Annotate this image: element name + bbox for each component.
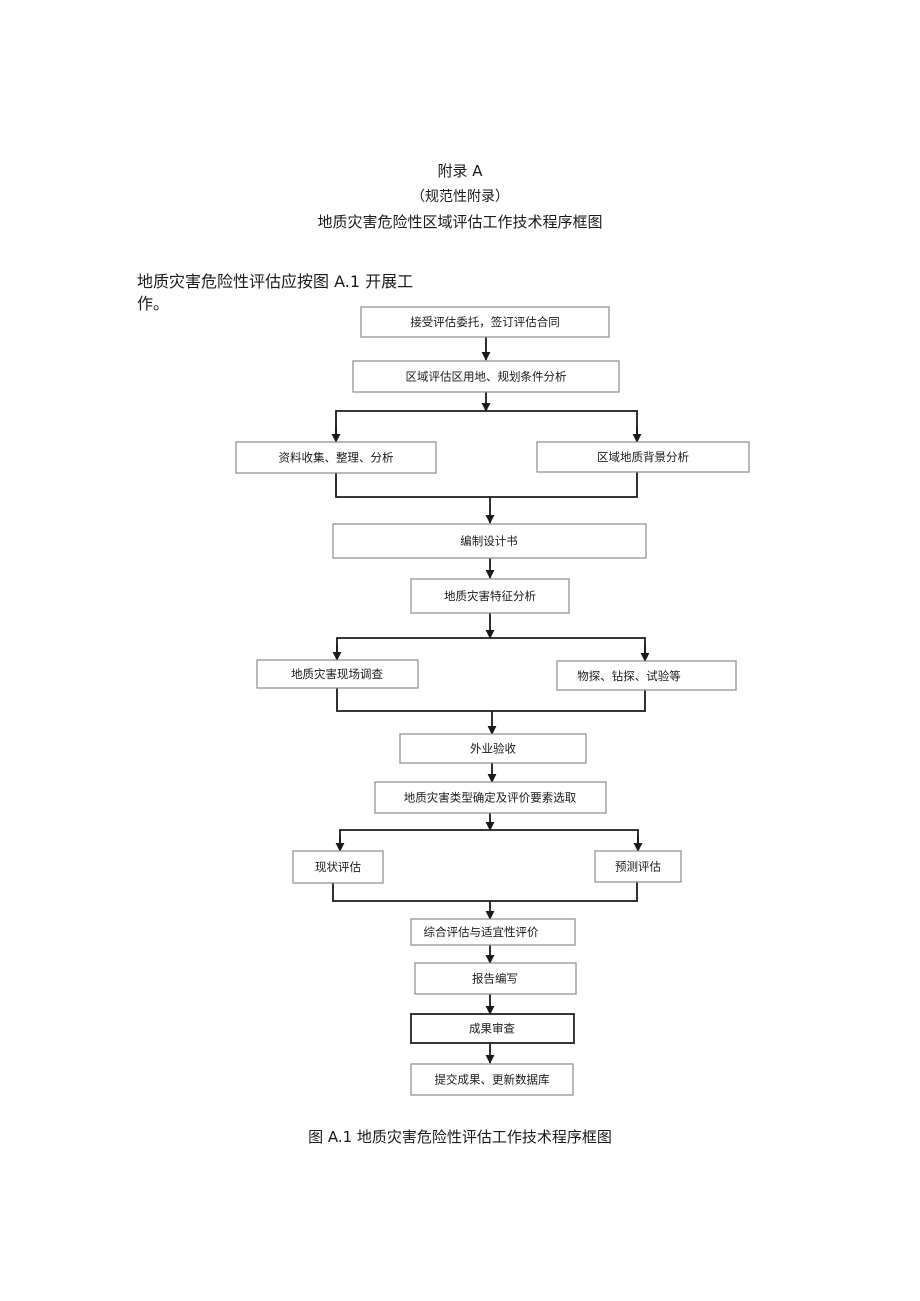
split-connector-3 xyxy=(339,829,639,851)
node-design-doc-label: 编制设计书 xyxy=(460,534,518,548)
node-predictive-assessment-label: 预测评估 xyxy=(615,860,661,874)
node-geo-background: 区域地质背景分析 xyxy=(536,441,750,473)
node-land-use-label: 区域评估区用地、规划条件分析 xyxy=(406,370,567,384)
node-design-doc: 编制设计书 xyxy=(332,523,647,559)
appendix-normative-note: （规范性附录） xyxy=(411,189,509,205)
node-hazard-features-label: 地质灾害特征分析 xyxy=(444,589,536,603)
node-data-collection-label: 资料收集、整理、分析 xyxy=(279,451,394,465)
node-comprehensive: 综合评估与适宜性评价 xyxy=(410,918,576,946)
node-current-assessment-label: 现状评估 xyxy=(315,860,361,874)
node-type-factors-label: 地质灾害类型确定及评价要素选取 xyxy=(404,791,577,805)
node-comprehensive-label: 综合评估与适宜性评价 xyxy=(424,925,539,939)
node-contract: 接受评估委托，签订评估合同 xyxy=(360,306,610,338)
node-exploration-label: 物探、钻探、试验等 xyxy=(577,669,681,683)
merge-connector-2 xyxy=(336,688,646,712)
node-geo-background-label: 区域地质背景分析 xyxy=(597,450,689,464)
node-submit-label: 提交成果、更新数据库 xyxy=(435,1073,550,1087)
node-type-factors: 地质灾害类型确定及评价要素选取 xyxy=(374,781,607,814)
node-data-collection: 资料收集、整理、分析 xyxy=(235,441,437,474)
intro-text: 地质灾害危险性评估应按图 A.1 开展工作。 xyxy=(137,272,414,313)
split-connector-2 xyxy=(336,637,646,660)
node-review: 成果审查 xyxy=(410,1013,575,1044)
node-land-use: 区域评估区用地、规划条件分析 xyxy=(352,360,620,393)
flow-connectors xyxy=(331,337,650,1064)
node-review-label: 成果审查 xyxy=(469,1022,515,1036)
node-exploration: 物探、钻探、试验等 xyxy=(556,660,737,691)
merge-connector-1 xyxy=(335,472,638,498)
node-submit: 提交成果、更新数据库 xyxy=(410,1063,574,1096)
split-connector-1 xyxy=(335,410,638,441)
node-hazard-features: 地质灾害特征分析 xyxy=(410,578,570,614)
node-predictive-assessment: 预测评估 xyxy=(594,850,682,883)
node-field-acceptance: 外业验收 xyxy=(399,733,587,764)
node-current-assessment: 现状评估 xyxy=(292,850,384,884)
appendix-title: 地质灾害危险性区域评估工作技术程序框图 xyxy=(317,213,603,231)
merge-connector-3 xyxy=(332,882,638,902)
node-report-label: 报告编写 xyxy=(472,972,518,986)
node-field-acceptance-label: 外业验收 xyxy=(470,742,516,756)
appendix-label: 附录 A xyxy=(437,162,483,180)
figure-caption: 图 A.1 地质灾害危险性评估工作技术程序框图 xyxy=(308,1128,612,1146)
node-contract-label: 接受评估委托，签订评估合同 xyxy=(410,315,560,329)
node-report: 报告编写 xyxy=(414,962,577,995)
node-field-survey: 地质灾害现场调查 xyxy=(256,659,419,689)
node-field-survey-label: 地质灾害现场调查 xyxy=(291,667,383,681)
